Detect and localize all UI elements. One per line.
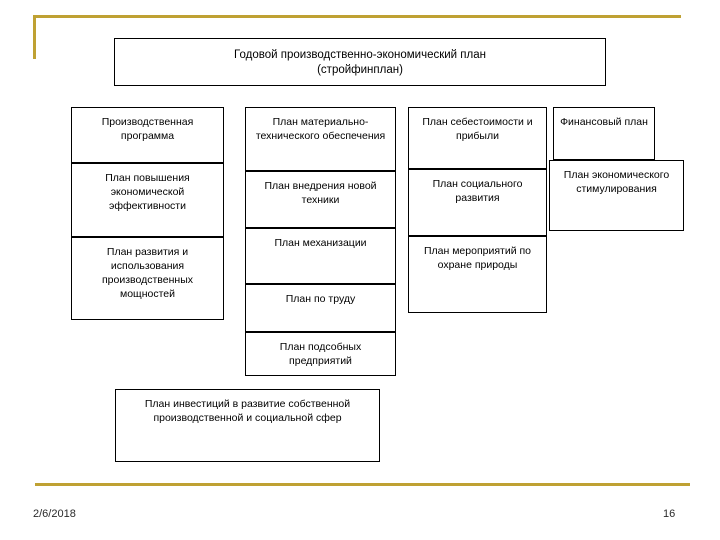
decorative-rule-top [33, 15, 681, 18]
decorative-rule-bottom [35, 483, 690, 486]
box-mechanization-plan: План механизации [245, 228, 396, 284]
box-financial-plan: Финансовый план [553, 107, 655, 160]
title-line-2: (стройфинплан) [317, 64, 403, 76]
box-economic-efficiency-plan: План повышения экономической эффективнос… [71, 163, 224, 237]
box-new-equipment-plan: План внедрения новой техники [245, 171, 396, 228]
box-environment-protection-plan: План мероприятий по охране природы [408, 236, 547, 313]
title-box: Годовой производственно-экономический пл… [114, 38, 606, 86]
box-auxiliary-enterprises-plan: План подсобных предприятий [245, 332, 396, 376]
footer-page-number: 16 [663, 508, 676, 520]
box-economic-incentives-plan: План экономического стимулирования [549, 160, 684, 231]
box-capacity-development-plan: План развития и использования производст… [71, 237, 224, 320]
decorative-rule-left [33, 15, 36, 59]
box-social-development-plan: План социального развития [408, 169, 547, 236]
box-material-technical-supply-plan: План материально-технического обеспечени… [245, 107, 396, 171]
box-cost-and-profit-plan: План себестоимости и прибыли [408, 107, 547, 169]
box-labor-plan: План по труду [245, 284, 396, 332]
box-investment-plan: План инвестиций в развитие собственной п… [115, 389, 380, 462]
title-line-1: Годовой производственно-экономический пл… [234, 49, 486, 61]
footer-date: 2/6/2018 [33, 508, 76, 520]
box-production-program: Производственная программа [71, 107, 224, 163]
